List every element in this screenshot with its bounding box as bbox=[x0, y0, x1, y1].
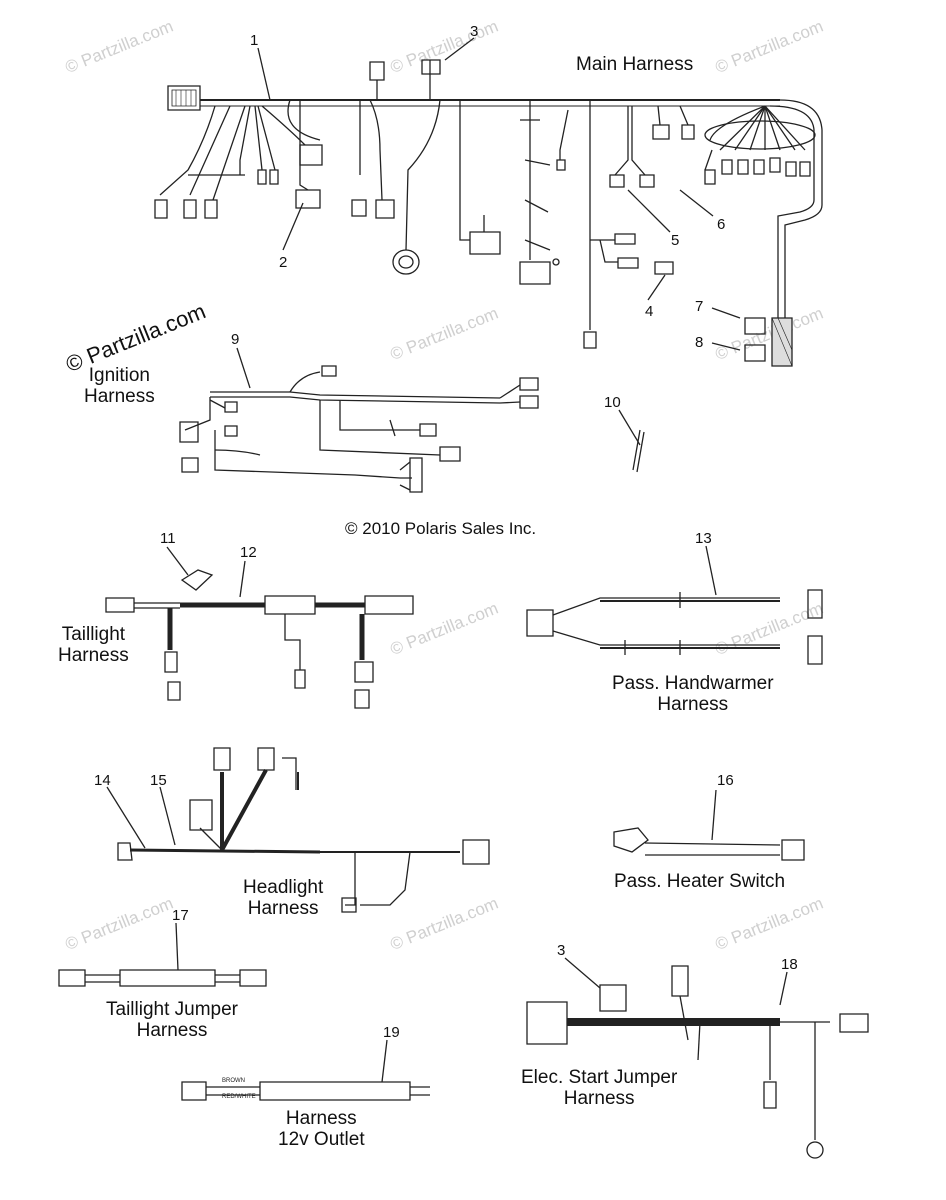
callout-12: 12 bbox=[240, 544, 257, 561]
handwarmer-harness-title-line2: Harness bbox=[657, 694, 729, 715]
main-harness-title: Main Harness bbox=[576, 54, 694, 75]
callout-7: 7 bbox=[695, 298, 704, 315]
callout-3: 3 bbox=[470, 23, 479, 40]
callout-14: 14 bbox=[94, 772, 111, 789]
outlet-harness-title-line1: Harness bbox=[285, 1108, 357, 1129]
callout-6: 6 bbox=[717, 216, 726, 233]
elec-start-title-line1: Elec. Start Jumper bbox=[521, 1067, 678, 1088]
taillight-harness-title-line1: Taillight bbox=[61, 624, 126, 645]
elec-start-title: Elec. Start Jumper Harness bbox=[521, 1067, 677, 1109]
callout-9: 9 bbox=[231, 331, 240, 348]
taillight-jumper-title: Taillight Jumper Harness bbox=[106, 999, 238, 1041]
callout-19: 19 bbox=[383, 1024, 400, 1041]
callout-11: 11 bbox=[160, 530, 176, 547]
taillight-jumper-title-line2: Harness bbox=[136, 1020, 208, 1041]
handwarmer-harness-title-line1: Pass. Handwarmer bbox=[612, 673, 774, 694]
callout-8: 8 bbox=[695, 334, 704, 351]
callout-15: 15 bbox=[150, 772, 167, 789]
taillight-harness-title-line2: Harness bbox=[58, 645, 129, 666]
ignition-harness-drawing bbox=[180, 348, 538, 492]
callout-3b: 3 bbox=[557, 942, 566, 959]
ignition-harness-title-line1: Ignition bbox=[88, 365, 151, 386]
callout-16: 16 bbox=[717, 772, 734, 789]
callout-2: 2 bbox=[279, 254, 288, 271]
callout-13: 13 bbox=[695, 530, 712, 547]
headlight-harness-title: Headlight Harness bbox=[243, 877, 323, 919]
taillight-harness-title: Taillight Harness bbox=[58, 624, 129, 666]
taillight-harness-drawing bbox=[106, 547, 413, 708]
taillight-jumper-drawing bbox=[59, 923, 266, 986]
taillight-jumper-title-line1: Taillight Jumper bbox=[106, 999, 238, 1020]
main-harness-drawing bbox=[155, 38, 822, 366]
ignition-harness-title: Ignition Harness bbox=[84, 365, 155, 407]
callout-10: 10 bbox=[604, 394, 621, 411]
handwarmer-harness-drawing bbox=[527, 546, 822, 664]
callout-5: 5 bbox=[671, 232, 680, 249]
callout-18: 18 bbox=[781, 956, 798, 973]
outlet-tag-brown: BROWN bbox=[222, 1078, 245, 1084]
elec-start-title-line2: Harness bbox=[563, 1088, 635, 1109]
part-10-strap bbox=[619, 410, 644, 472]
callout-4: 4 bbox=[645, 303, 654, 320]
copyright-notice: © 2010 Polaris Sales Inc. bbox=[345, 519, 537, 538]
heater-switch-title: Pass. Heater Switch bbox=[614, 871, 786, 892]
outlet-tag-redwhite: RED/WHITE bbox=[222, 1094, 256, 1100]
elec-start-drawing bbox=[527, 958, 868, 1158]
callout-1: 1 bbox=[250, 32, 259, 49]
ignition-harness-title-line2: Harness bbox=[84, 386, 155, 407]
headlight-harness-drawing bbox=[107, 748, 489, 912]
headlight-harness-title-line1: Headlight bbox=[243, 877, 324, 898]
heater-switch-drawing bbox=[614, 790, 804, 860]
outlet-harness-title: Harness 12v Outlet bbox=[278, 1108, 365, 1150]
outlet-harness-drawing bbox=[182, 1040, 430, 1100]
handwarmer-harness-title: Pass. Handwarmer Harness bbox=[612, 673, 774, 715]
headlight-harness-title-line2: Harness bbox=[247, 898, 319, 919]
outlet-harness-title-line2: 12v Outlet bbox=[278, 1129, 365, 1150]
callout-17: 17 bbox=[172, 907, 189, 924]
